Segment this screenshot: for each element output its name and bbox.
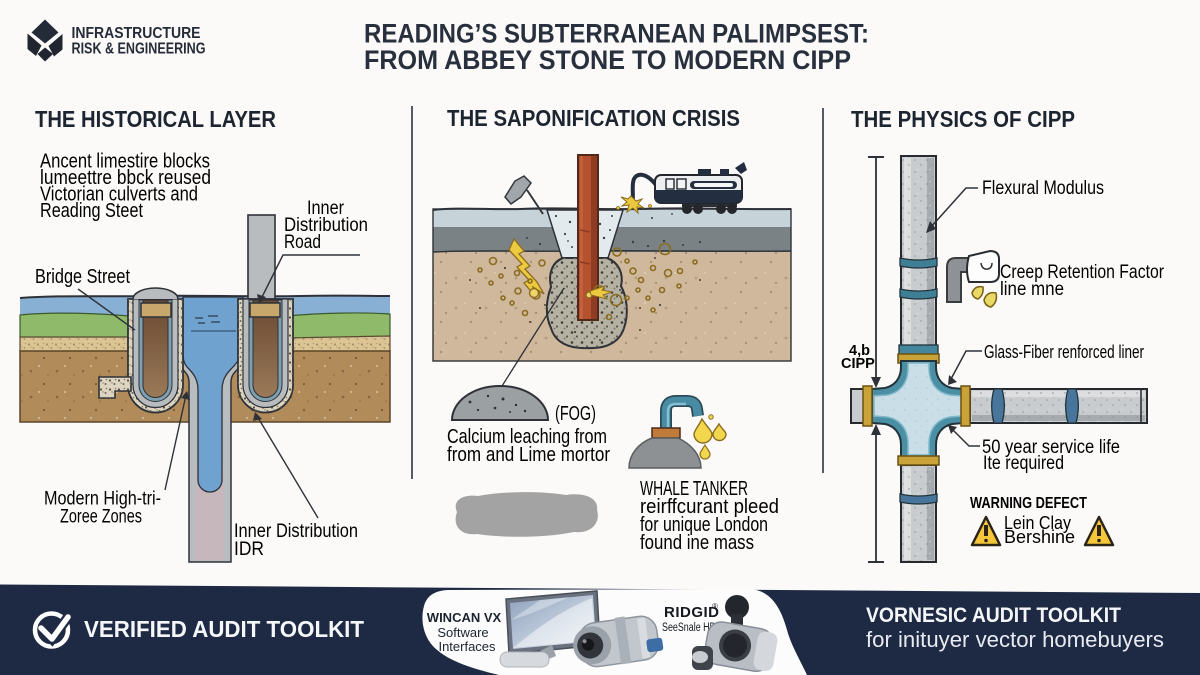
svg-text:Bershine: Bershine: [1004, 527, 1075, 547]
svg-text:VORNESIC AUDIT TOOLKIT: VORNESIC AUDIT TOOLKIT: [866, 604, 1121, 627]
svg-text:Interfaces: Interfaces: [438, 639, 496, 654]
svg-text:Software: Software: [437, 625, 488, 640]
svg-text:WINCAN VX: WINCAN VX: [427, 610, 502, 625]
svg-text:SeeSnale HD: SeeSnale HD: [662, 622, 716, 634]
svg-text:lumeettre bbck reused: lumeettre bbck reused: [40, 167, 211, 189]
svg-text:Lein Clay: Lein Clay: [1004, 513, 1071, 533]
svg-text:Bridge Street: Bridge Street: [35, 266, 130, 288]
svg-text:Inner: Inner: [307, 198, 345, 219]
svg-text:Ancent limestire blocks: Ancent limestire blocks: [40, 151, 210, 173]
svg-text:FROM ABBEY STONE TO MODERN CIP: FROM ABBEY STONE TO MODERN CIPP: [364, 45, 851, 75]
svg-text:RIDGID: RIDGID: [664, 604, 720, 621]
svg-text:reirffcurant pleed: reirffcurant pleed: [640, 496, 779, 518]
svg-text:THE HISTORICAL LAYER: THE HISTORICAL LAYER: [35, 106, 276, 132]
svg-text:found ine mass: found ine mass: [640, 532, 754, 554]
svg-text:®: ®: [712, 602, 718, 611]
svg-text:RISK & ENGINEERING: RISK & ENGINEERING: [72, 41, 206, 58]
svg-text:WARNING DEFECT: WARNING DEFECT: [970, 495, 1087, 512]
svg-text:Road: Road: [284, 232, 321, 253]
svg-text:50 year service life: 50 year service life: [982, 437, 1120, 458]
svg-text:THE PHYSICS OF CIPP: THE PHYSICS OF CIPP: [851, 106, 1075, 132]
svg-text:Creep Retention Factor: Creep Retention Factor: [1000, 262, 1165, 283]
svg-text:for inituyer vector homebuyers: for inituyer vector homebuyers: [866, 627, 1164, 652]
svg-text:Calcium leaching from: Calcium leaching from: [447, 426, 607, 448]
svg-text:READING’S SUBTERRANEAN PALIMPS: READING’S SUBTERRANEAN PALIMPSEST:: [364, 19, 869, 49]
svg-text:from and Lime mortor: from and Lime mortor: [447, 444, 610, 466]
svg-text:Ite required: Ite required: [983, 453, 1064, 474]
svg-text:Modern High-tri-: Modern High-tri-: [44, 489, 161, 510]
svg-text:line mne: line mne: [1000, 279, 1064, 300]
svg-text:4,b: 4,b: [849, 343, 870, 359]
svg-text:Inner Distribution: Inner Distribution: [234, 521, 358, 542]
svg-text:(FOG): (FOG): [555, 403, 596, 425]
svg-text:Distribution: Distribution: [284, 215, 368, 236]
svg-text:WHALE TANKER: WHALE TANKER: [640, 478, 748, 500]
svg-text:for unique London: for unique London: [640, 514, 768, 536]
svg-text:Glass-Fiber renforced liner: Glass-Fiber renforced liner: [984, 342, 1144, 362]
svg-text:THE SAPONIFICATION CRISIS: THE SAPONIFICATION CRISIS: [447, 105, 740, 131]
svg-text:IDR: IDR: [234, 539, 264, 560]
svg-text:VERIFIED AUDIT TOOLKIT: VERIFIED AUDIT TOOLKIT: [84, 616, 364, 642]
svg-text:CIPP: CIPP: [841, 356, 875, 372]
svg-text:Victorian culverts and: Victorian culverts and: [40, 184, 198, 206]
svg-text:Flexural Modulus: Flexural Modulus: [982, 178, 1104, 199]
svg-text:Reading Steet: Reading Steet: [40, 200, 143, 222]
svg-text:Zoree Zones: Zoree Zones: [60, 507, 142, 528]
svg-text:INFRASTRUCTURE: INFRASTRUCTURE: [72, 25, 201, 42]
